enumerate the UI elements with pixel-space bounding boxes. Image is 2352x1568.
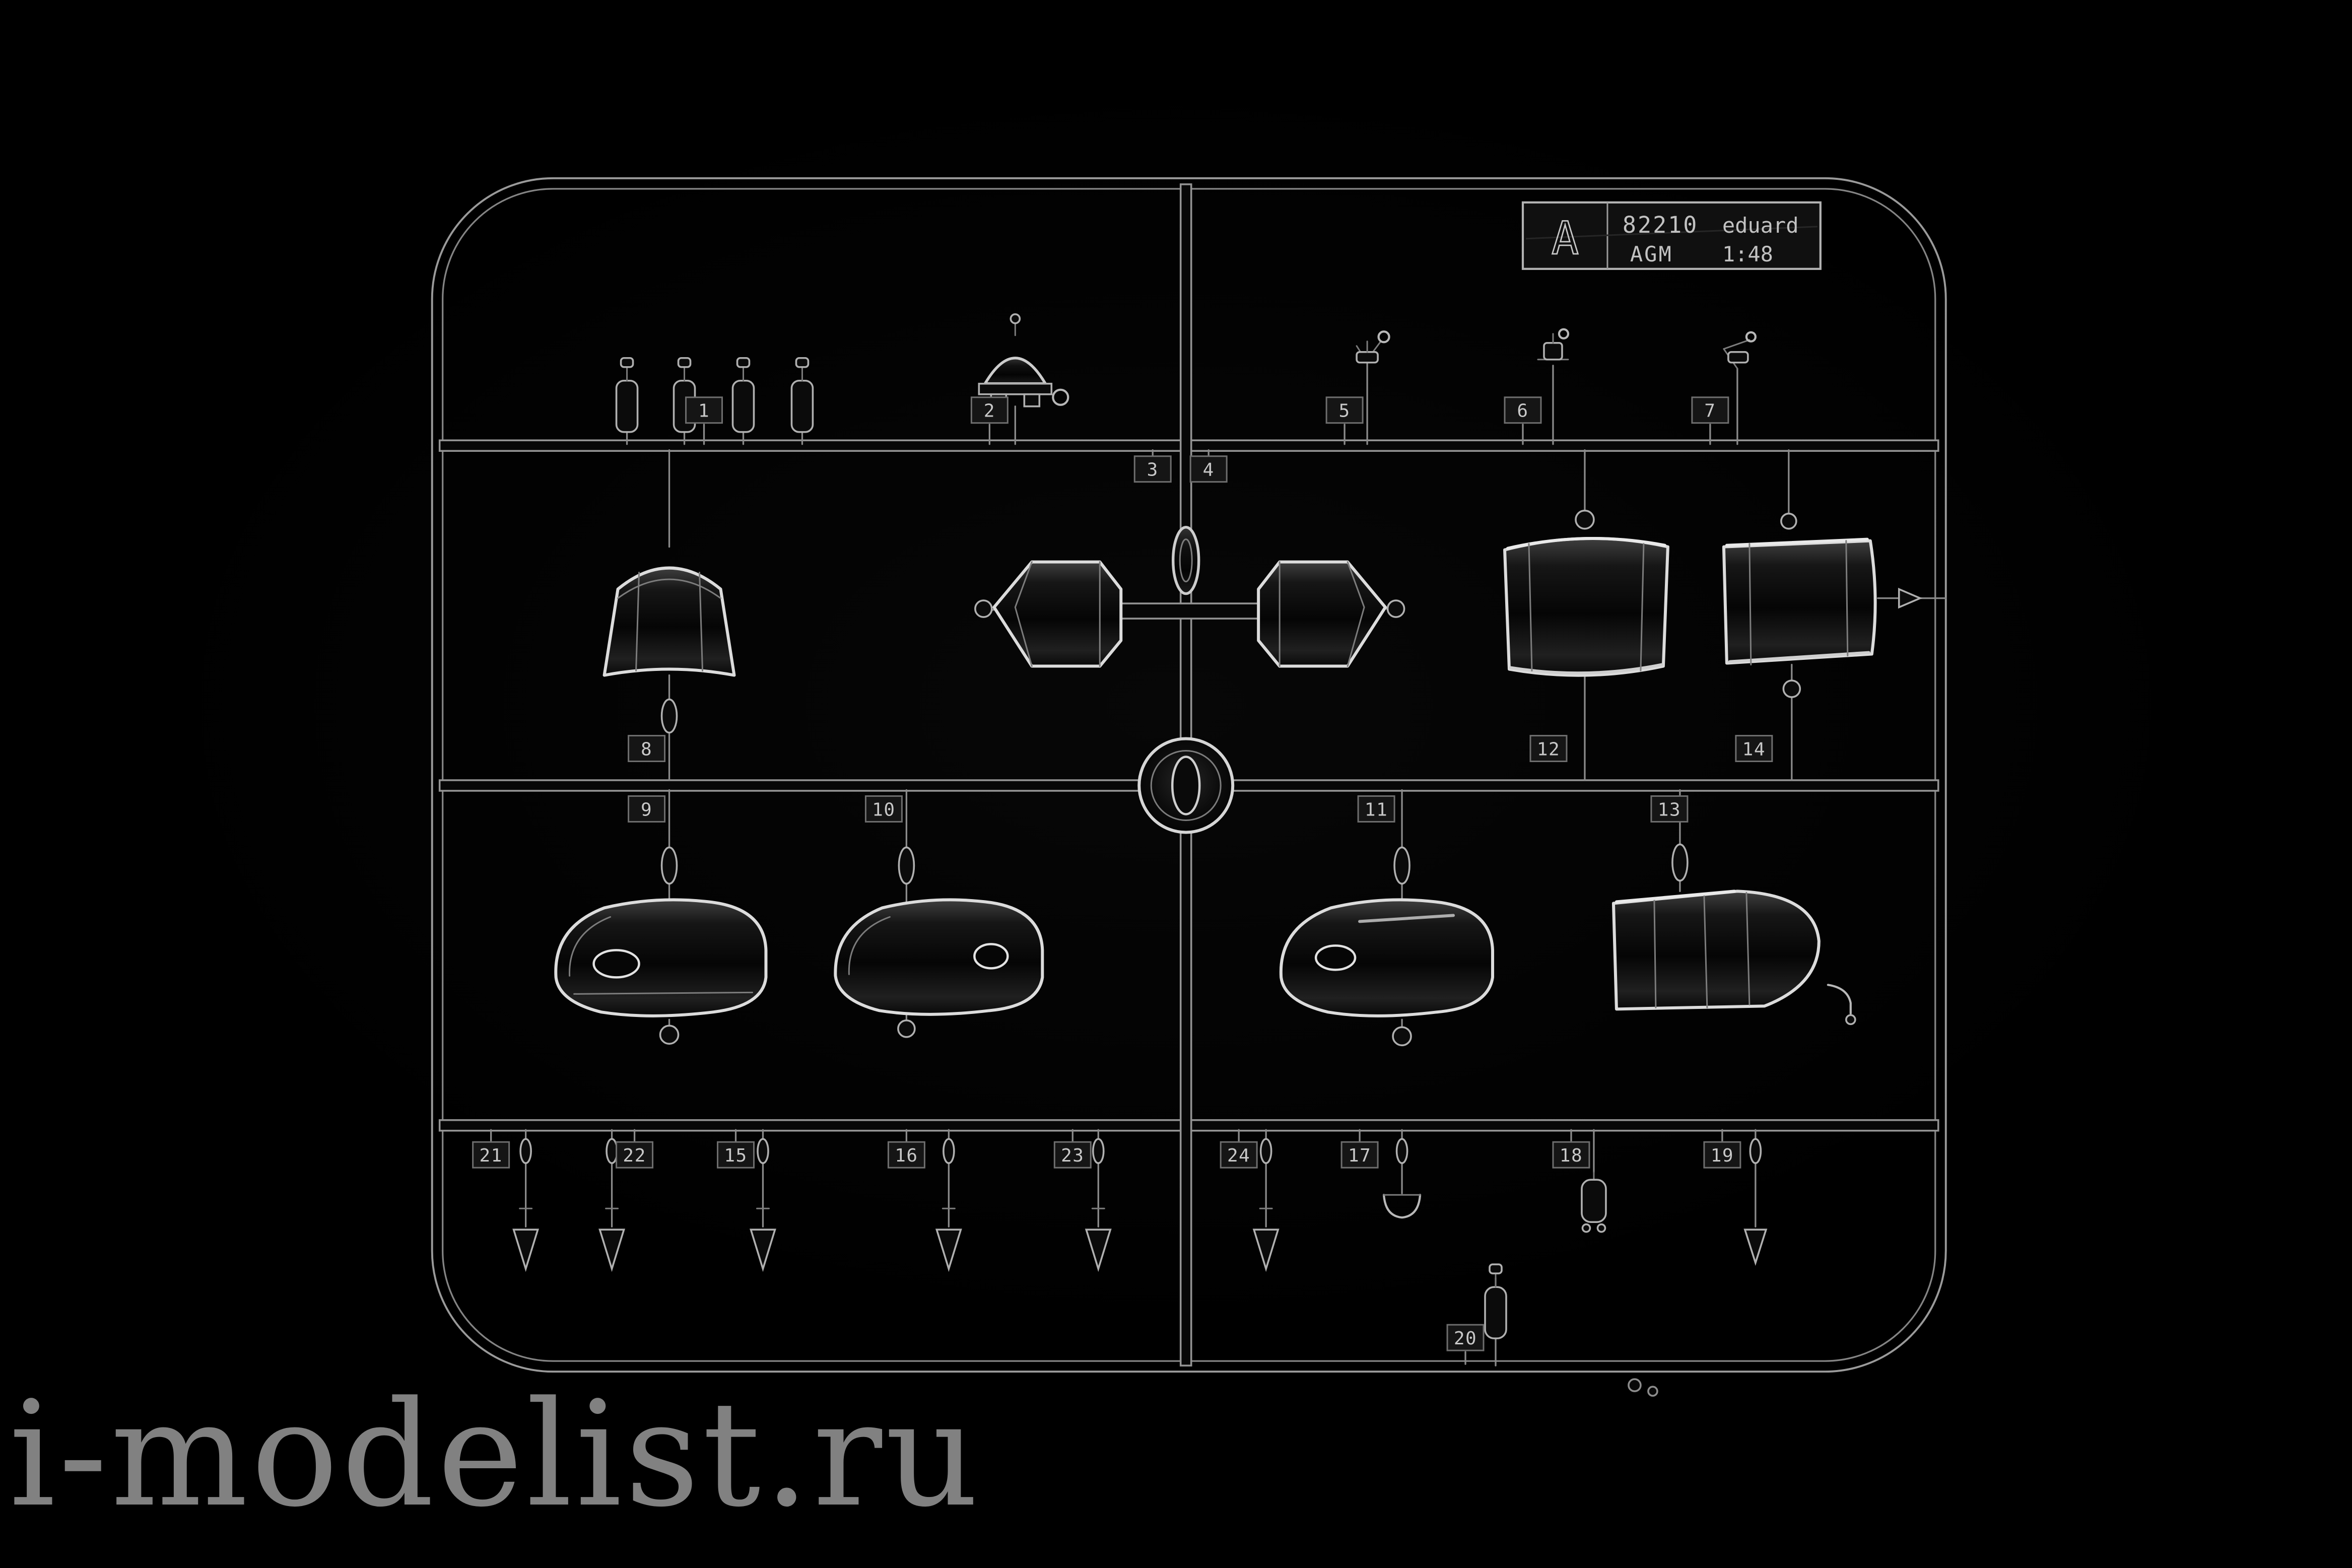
part-7-sight [1723, 331, 1757, 370]
sprue-node-blob [1172, 525, 1200, 595]
part-23-dart [1085, 1138, 1112, 1272]
scale-label: 1:48 [1722, 242, 1773, 266]
watermark: i-modelist.ru [9, 1370, 982, 1539]
svg-text:18: 18 [1560, 1145, 1583, 1166]
part-number-tag-21: 21 [472, 1141, 510, 1169]
part-number-tag-2: 2 [970, 396, 1009, 424]
part-22-dart [598, 1138, 626, 1272]
svg-text:8: 8 [641, 739, 652, 760]
svg-text:19: 19 [1711, 1145, 1734, 1166]
part-20-vial [1484, 1263, 1507, 1339]
svg-text:22: 22 [623, 1145, 646, 1166]
svg-text:7: 7 [1704, 401, 1716, 422]
svg-text:3: 3 [1147, 460, 1159, 481]
part-number-tag-9: 9 [628, 795, 666, 823]
svg-text:10: 10 [872, 799, 895, 820]
part-number-tag-18: 18 [1552, 1141, 1590, 1169]
part-number-tag-6: 6 [1504, 396, 1542, 424]
part-number-tag-20: 20 [1446, 1324, 1485, 1351]
rail-crossbar [1114, 602, 1265, 620]
sprue-label-plate: A 82210 eduard AGM 1:48 [1521, 201, 1822, 270]
part-number-tag-13: 13 [1650, 795, 1689, 823]
part-21-dart [512, 1138, 540, 1272]
part-number-tag-15: 15 [717, 1141, 755, 1169]
part-number-tag-14: 14 [1735, 735, 1773, 762]
part-number-tag-10: 10 [864, 795, 903, 823]
svg-text:24: 24 [1227, 1145, 1250, 1166]
svg-text:12: 12 [1537, 739, 1560, 760]
brand-name: eduard [1722, 213, 1799, 238]
svg-text:2: 2 [984, 401, 995, 422]
part-14-canopy-mid [1722, 512, 1923, 698]
stray-bits [1628, 1378, 1658, 1397]
part-9-canopy-blister [554, 846, 768, 1045]
svg-text:5: 5 [1339, 401, 1351, 422]
part-19-dart [1743, 1138, 1768, 1266]
part-number-tag-4: 4 [1189, 455, 1228, 483]
part-5-sight [1356, 330, 1390, 364]
part-number-tag-12: 12 [1529, 735, 1568, 762]
part-11-canopy-blister [1279, 846, 1495, 1047]
part-number-tag-23: 23 [1053, 1141, 1092, 1169]
svg-text:13: 13 [1658, 799, 1681, 820]
svg-text:11: 11 [1365, 799, 1388, 820]
svg-text:20: 20 [1454, 1328, 1477, 1349]
part-1-vials [615, 357, 814, 433]
svg-text:23: 23 [1061, 1145, 1084, 1166]
svg-text:21: 21 [480, 1145, 503, 1166]
part-number-tag-19: 19 [1703, 1141, 1741, 1169]
svg-text:6: 6 [1517, 401, 1528, 422]
part-round-lens [1137, 737, 1235, 834]
svg-text:14: 14 [1742, 739, 1766, 760]
part-number-tag-17: 17 [1340, 1141, 1379, 1169]
part-13-canopy-rear [1611, 843, 1856, 1026]
svg-text:1: 1 [698, 401, 710, 422]
part-15-dart [750, 1138, 776, 1272]
part-6-sight [1537, 328, 1570, 361]
part-number-tags: 1 2 3 4 5 6 7 8 9 10 11 12 13 14 15 16 1… [472, 396, 1773, 1351]
svg-text:17: 17 [1348, 1145, 1371, 1166]
part-2-dome-lamp [978, 313, 1069, 407]
part-18-vial [1581, 1171, 1607, 1233]
sprue-letter: A [1552, 212, 1579, 265]
part-number-tag-11: 11 [1357, 795, 1395, 823]
part-number-tag-8: 8 [628, 735, 666, 762]
svg-text:9: 9 [641, 799, 652, 820]
part-12-canopy-mid [1503, 509, 1669, 677]
part-number-tag-3: 3 [1133, 455, 1172, 483]
sprue-gates [490, 362, 1947, 1367]
part-17-cup [1382, 1138, 1422, 1219]
part-8-windscreen [602, 566, 736, 734]
part-number-tag-16: 16 [887, 1141, 925, 1169]
part-16-dart [935, 1138, 962, 1272]
kit-number: 82210 [1623, 212, 1698, 238]
part-number-tag-7: 7 [1691, 396, 1729, 424]
part-3-canopy-section [974, 560, 1123, 668]
part-number-tag-22: 22 [616, 1141, 654, 1169]
part-10-canopy-blister [834, 846, 1044, 1038]
part-24-dart [1252, 1138, 1280, 1272]
svg-text:16: 16 [895, 1145, 918, 1166]
part-number-tag-24: 24 [1220, 1141, 1258, 1169]
svg-text:4: 4 [1203, 460, 1215, 481]
part-number-tag-1: 1 [685, 396, 723, 424]
svg-text:15: 15 [724, 1145, 747, 1166]
part-number-tag-5: 5 [1325, 396, 1364, 424]
product-code: AGM [1630, 242, 1673, 266]
part-4-canopy-section [1257, 560, 1405, 668]
